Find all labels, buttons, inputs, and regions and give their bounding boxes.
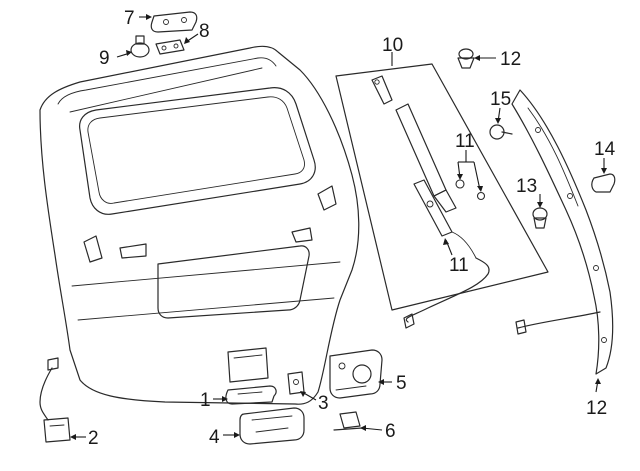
callouts: 7 8 9 10 12 15 11 14 13 11 5 1 3 12 6 4 … bbox=[88, 8, 616, 449]
callout-12-lower: 13 bbox=[516, 176, 537, 197]
part-3-switch bbox=[287, 371, 305, 395]
leader-lines bbox=[70, 14, 607, 440]
callout-4: 4 bbox=[209, 427, 220, 448]
callout-7: 7 bbox=[124, 8, 135, 29]
part-14-cap bbox=[591, 173, 616, 193]
callout-5: 5 bbox=[396, 373, 407, 394]
callout-1: 1 bbox=[200, 390, 211, 411]
callout-10: 10 bbox=[382, 35, 403, 56]
callout-13: 12 bbox=[586, 398, 607, 419]
part-7-bracket bbox=[150, 11, 198, 33]
garnish-strip bbox=[511, 89, 614, 375]
liftgate-panel bbox=[39, 45, 360, 405]
part-4-module bbox=[239, 407, 305, 445]
callout-11-lower: 11 bbox=[449, 255, 469, 276]
part-5-latch bbox=[329, 349, 383, 399]
strut-assembly-box bbox=[335, 63, 549, 329]
callout-6: 6 bbox=[385, 421, 396, 442]
callout-9: 9 bbox=[99, 48, 110, 69]
callout-15: 15 bbox=[490, 89, 511, 110]
gas-strut bbox=[371, 75, 457, 213]
part-8-plate bbox=[155, 39, 185, 55]
callout-12-top: 12 bbox=[500, 49, 521, 70]
callout-3: 3 bbox=[318, 393, 329, 414]
part-12-bolt-lower bbox=[532, 207, 548, 229]
part-6-bumper bbox=[333, 411, 363, 431]
callout-14: 14 bbox=[594, 139, 616, 160]
part-15-clip bbox=[489, 124, 513, 140]
callout-11-upper: 11 bbox=[455, 131, 475, 152]
part-9-grommet bbox=[130, 35, 150, 58]
callout-2: 2 bbox=[88, 428, 99, 449]
part-1-handle bbox=[225, 385, 277, 405]
part-12-bolt-top bbox=[457, 48, 475, 69]
part-2-harness bbox=[39, 357, 71, 443]
callout-8: 8 bbox=[199, 21, 210, 42]
